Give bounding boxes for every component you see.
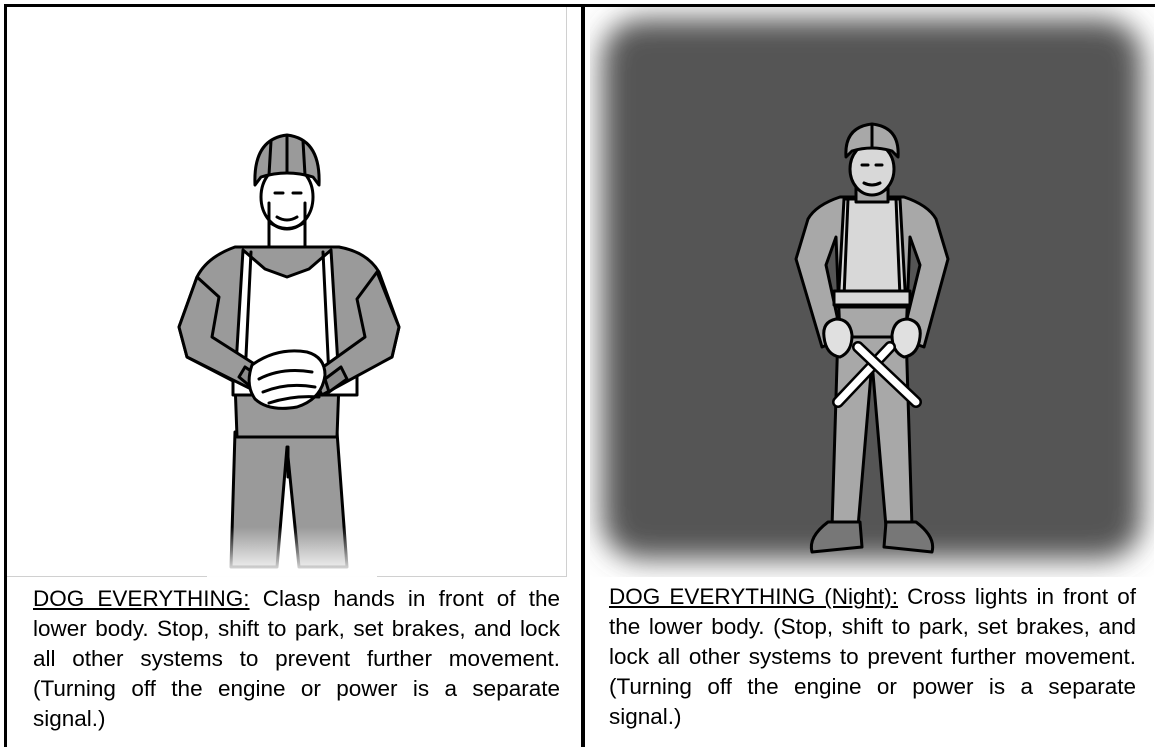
- signal-term: DOG EVERYTHING (Night):: [609, 584, 898, 609]
- signal-term: DOG EVERYTHING:: [33, 586, 250, 611]
- night-signal-caption: DOG EVERYTHING (Night): Cross lights in …: [609, 582, 1136, 732]
- soldier-clasped-hands-icon: [7, 7, 567, 577]
- day-signal-caption: DOG EVERYTHING: Clasp hands in front of …: [33, 584, 560, 734]
- panel-divider: [581, 4, 585, 747]
- day-signal-illustration: [7, 7, 567, 577]
- soldier-crossed-lights-icon: [590, 7, 1154, 577]
- night-signal-illustration: [590, 7, 1154, 577]
